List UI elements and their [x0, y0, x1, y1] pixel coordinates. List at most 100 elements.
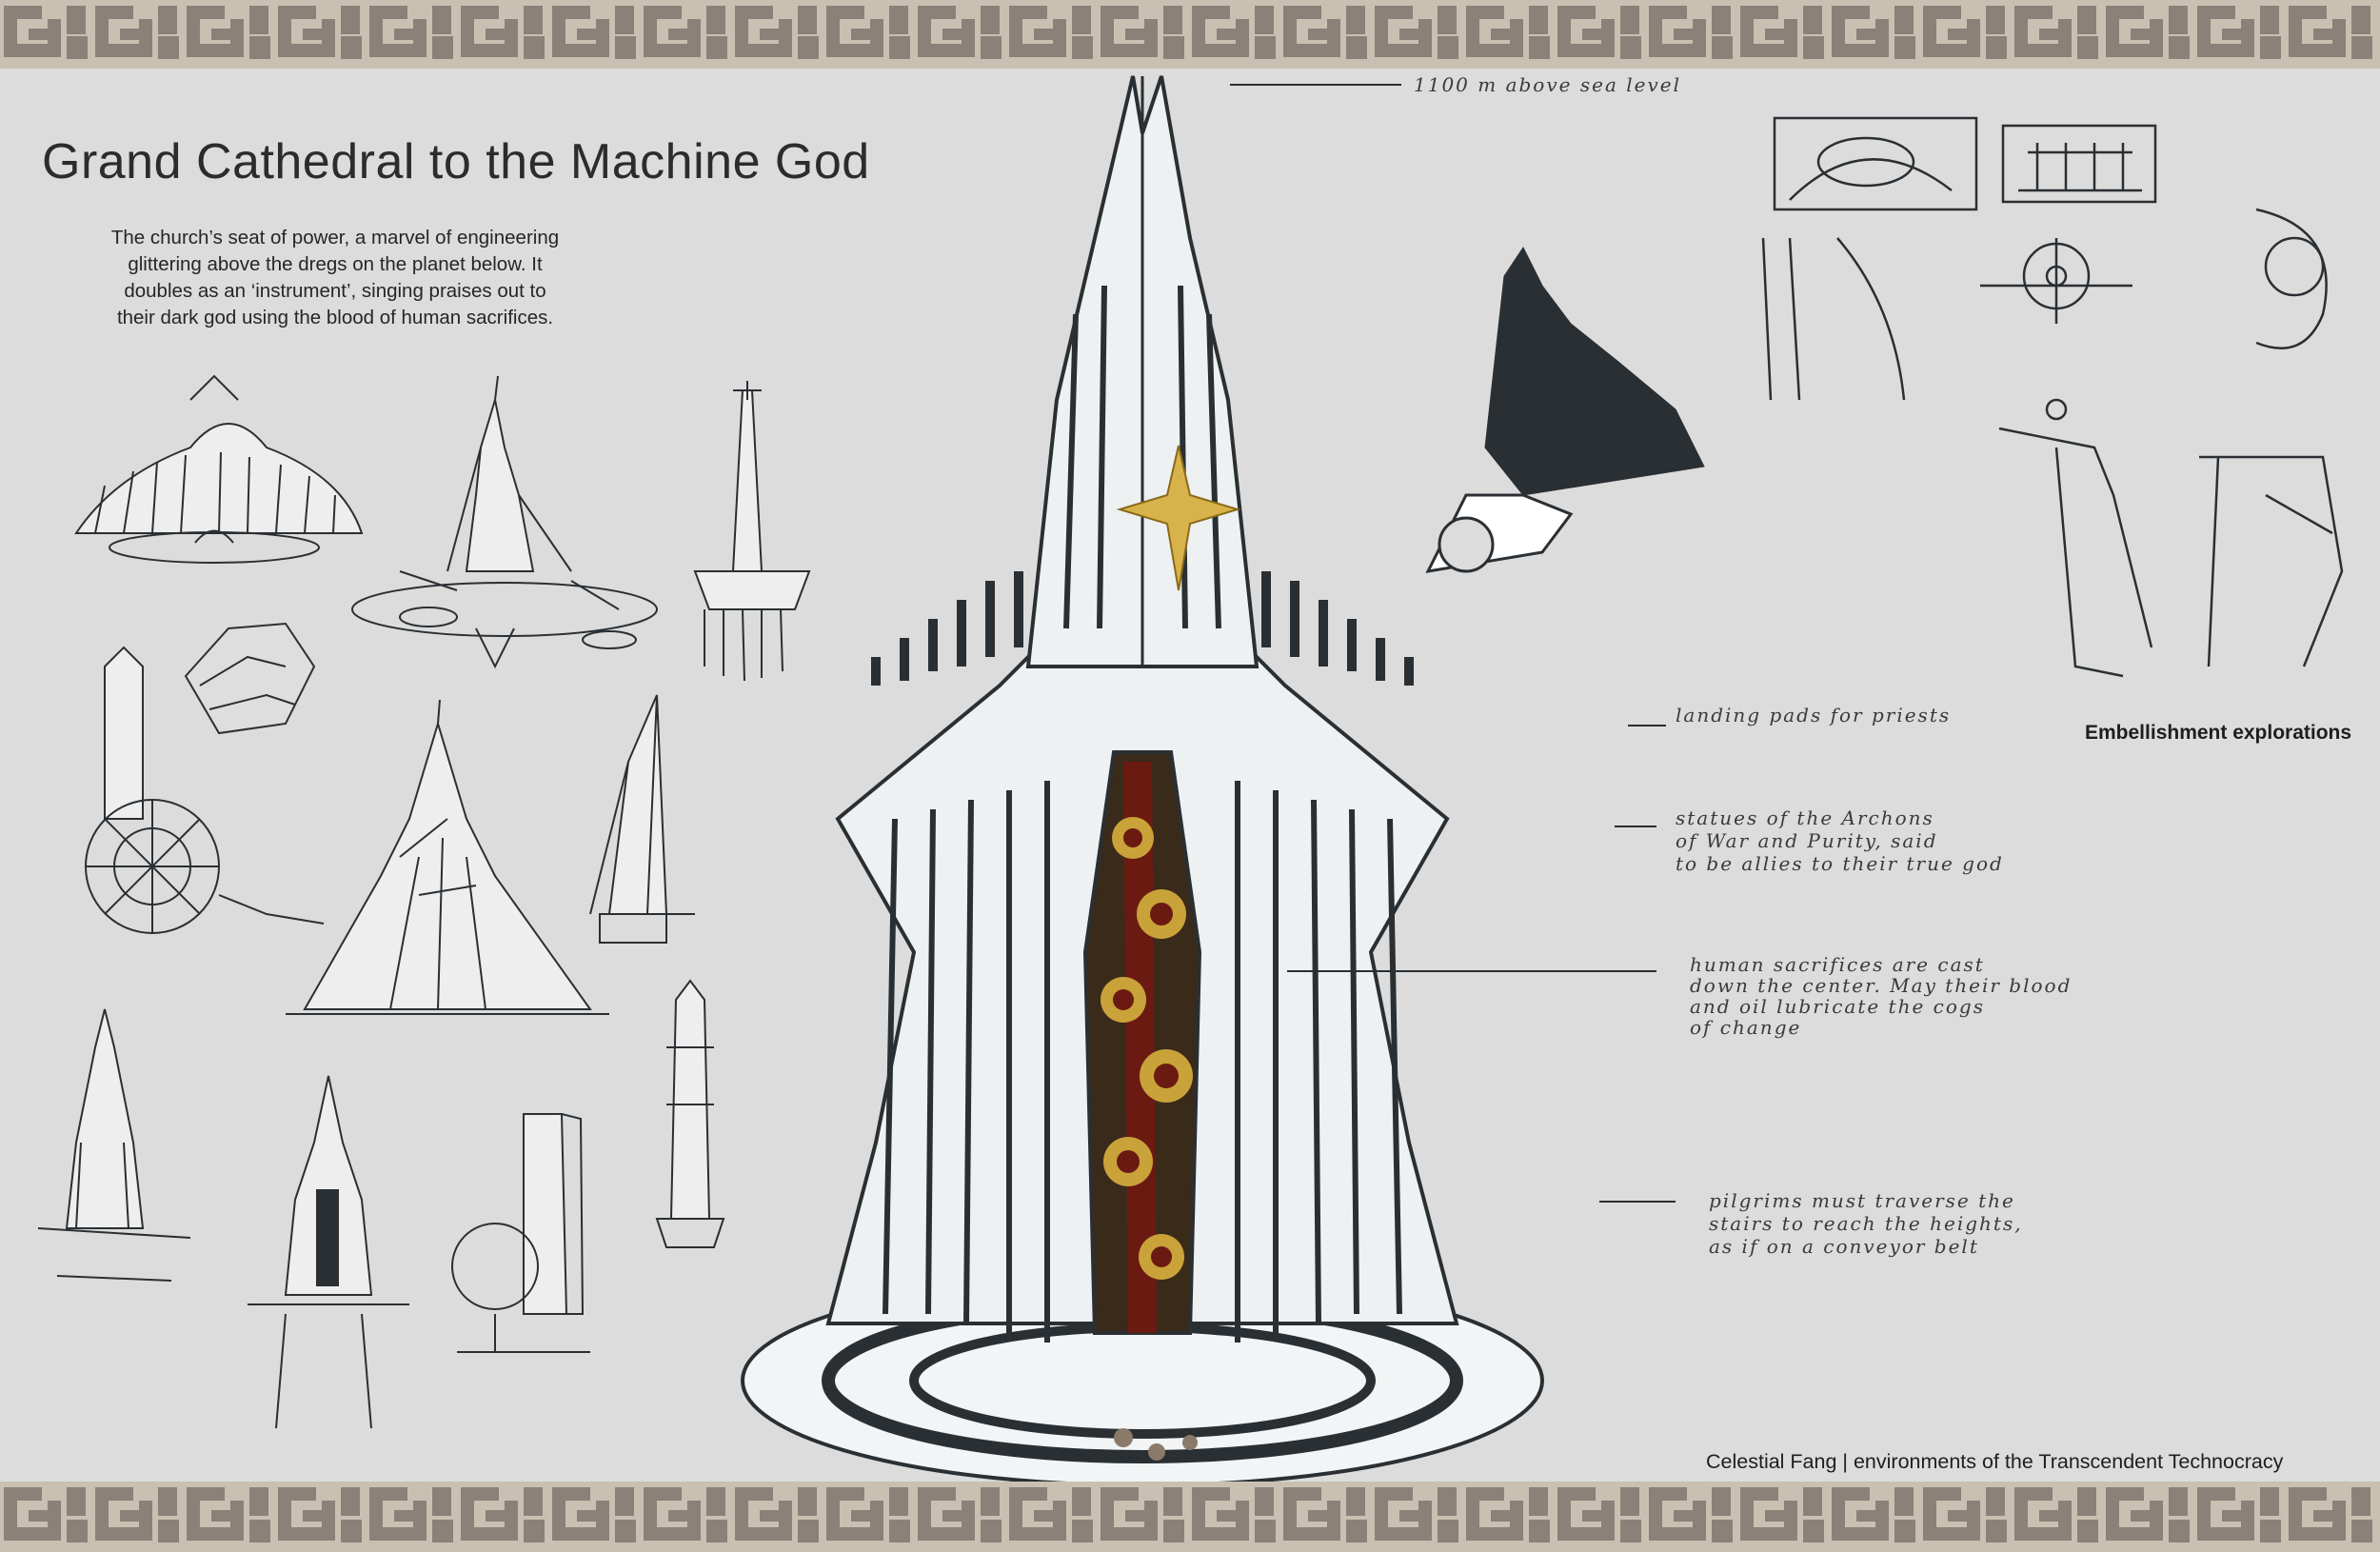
border-key-segment	[2169, 6, 2188, 34]
border-key-segment	[706, 1487, 725, 1516]
border-key-segment	[211, 1510, 244, 1522]
border-key-segment	[1491, 1510, 1523, 1522]
border-key-segment	[2077, 1487, 2096, 1516]
border-key-segment	[735, 1527, 792, 1541]
border-key-segment	[278, 6, 291, 55]
border-key-segment	[706, 1520, 727, 1542]
border-key-segment	[67, 1520, 88, 1542]
border-key-segment	[2077, 36, 2098, 59]
border-key-segment	[2289, 44, 2346, 57]
border-key-segment	[278, 44, 335, 57]
border-key-segment	[798, 1520, 819, 1542]
sketch-cathedral-pyramid	[286, 699, 609, 1015]
border-key-segment	[918, 6, 931, 55]
border-key-segment	[341, 1487, 360, 1516]
border-key-segment	[1163, 6, 1182, 34]
border-key-segment	[1072, 6, 1091, 34]
border-key-segment	[187, 6, 200, 55]
border-key-segment	[158, 36, 179, 59]
border-key-segment	[1399, 1510, 1432, 1522]
border-key-segment	[1649, 6, 1662, 55]
border-key-segment	[369, 1527, 426, 1541]
border-key-segment	[615, 36, 636, 59]
border-key-segment	[2106, 44, 2163, 57]
border-key-segment	[2197, 6, 2211, 55]
border-key-segment	[760, 29, 792, 40]
border-key-segment	[552, 44, 609, 57]
border-key-segment	[1803, 1487, 1822, 1516]
border-key-segment	[1375, 1527, 1432, 1541]
border-key-segment	[524, 1520, 545, 1542]
border-key-segment	[1163, 1520, 1184, 1542]
border-key-segment	[1346, 6, 1365, 34]
border-key-segment	[1712, 1487, 1731, 1516]
border-key-segment	[2014, 44, 2072, 57]
border-key-segment	[2289, 1527, 2346, 1541]
border-key-segment	[2222, 29, 2254, 40]
border-key-segment	[1399, 29, 1432, 40]
border-key-segment	[2351, 1520, 2372, 1542]
border-key-segment	[95, 1527, 152, 1541]
border-key-segment	[1101, 6, 1114, 55]
sketch-spire-platform	[351, 375, 658, 669]
annotation-line: of War and Purity, said	[1676, 829, 1938, 852]
border-key-segment	[2351, 1487, 2370, 1516]
border-key-segment	[644, 1527, 701, 1541]
border-key-segment	[2197, 1487, 2211, 1539]
border-key-segment	[889, 1487, 908, 1516]
annotation-landing-pads: landing pads for priests	[1676, 704, 1952, 726]
border-key-segment	[918, 1527, 975, 1541]
border-key-segment	[369, 6, 383, 55]
border-key-segment	[1557, 1527, 1615, 1541]
border-key-segment	[668, 29, 701, 40]
border-key-segment	[1803, 36, 1824, 59]
border-key-segment	[369, 1487, 383, 1539]
border-key-segment	[1192, 6, 1205, 55]
border-key-segment	[1217, 1510, 1249, 1522]
border-key-segment	[67, 6, 86, 34]
footer-credit: Celestial Fang | environments of the Tra…	[1706, 1450, 2284, 1473]
border-key-segment	[981, 6, 1000, 34]
border-key-segment	[735, 44, 792, 57]
border-key-segment	[552, 1487, 565, 1539]
annotation-line: as if on a conveyor belt	[1709, 1235, 1979, 1258]
border-key-segment	[2289, 6, 2302, 55]
border-key-segment	[2131, 29, 2163, 40]
border-key-segment	[1986, 6, 2005, 34]
border-key-segment	[1491, 29, 1523, 40]
border-key-segment	[2106, 1527, 2163, 1541]
border-key-segment	[735, 6, 748, 55]
border-key-segment	[1986, 1487, 2005, 1516]
border-key-segment	[1923, 1527, 1980, 1541]
border-key-segment	[615, 1520, 636, 1542]
border-key-segment	[615, 6, 634, 34]
top-border-pattern	[0, 0, 2380, 69]
border-key-segment	[2260, 1487, 2279, 1516]
border-key-segment	[1101, 1487, 1114, 1539]
border-key-segment	[1125, 1510, 1158, 1522]
annotation-line: human sacrifices are cast	[1690, 953, 1985, 976]
border-key-segment	[1009, 44, 1066, 57]
border-key-segment	[461, 1527, 518, 1541]
border-key-segment	[1986, 36, 2007, 59]
border-key-segment	[1308, 29, 1340, 40]
border-key-segment	[1740, 1527, 1797, 1541]
border-key-segment	[4, 1487, 17, 1539]
border-key-segment	[2131, 1510, 2163, 1522]
sketch-slim-tower	[655, 979, 725, 1248]
border-key-segment	[1894, 1520, 1915, 1542]
sketch-dome	[74, 374, 364, 564]
border-key-segment	[1620, 1520, 1641, 1542]
border-key-segment	[187, 1487, 200, 1539]
border-key-segment	[1649, 1527, 1706, 1541]
border-key-segment	[2077, 6, 2096, 34]
border-key-segment	[341, 6, 360, 34]
border-key-segment	[1948, 29, 1980, 40]
border-key-segment	[981, 1520, 1002, 1542]
border-key-segment	[826, 44, 883, 57]
border-key-segment	[2077, 1520, 2098, 1542]
border-key-segment	[1923, 44, 1980, 57]
border-key-segment	[1375, 44, 1432, 57]
border-key-segment	[4, 44, 61, 57]
border-key-segment	[1529, 6, 1548, 34]
